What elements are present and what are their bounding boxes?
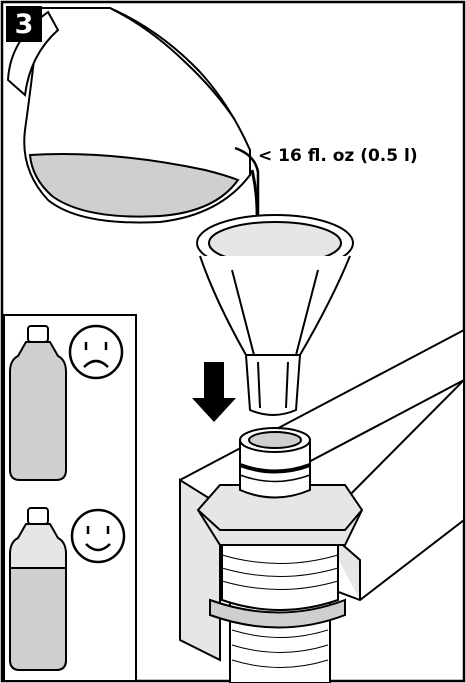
- funnel: [196, 214, 354, 416]
- pitcher-spout: [234, 146, 260, 228]
- step-number-badge: 3: [6, 6, 42, 42]
- sad-face-icon: [68, 324, 124, 380]
- pitcher: [6, 7, 260, 228]
- pitcher-water: [28, 153, 240, 218]
- funnel-cone: [199, 255, 351, 356]
- happy-face-icon: [70, 508, 126, 564]
- tube-neck: [239, 439, 311, 499]
- bottle-full: [9, 325, 67, 481]
- fill-tube-fitting: [196, 427, 364, 683]
- volume-annotation: < 16 fl. oz (0.5 l): [258, 146, 418, 166]
- pitcher-rim: [109, 7, 236, 121]
- down-arrow-icon: [192, 362, 236, 422]
- funnel-spout: [244, 354, 302, 416]
- bottle-partial: [9, 507, 67, 671]
